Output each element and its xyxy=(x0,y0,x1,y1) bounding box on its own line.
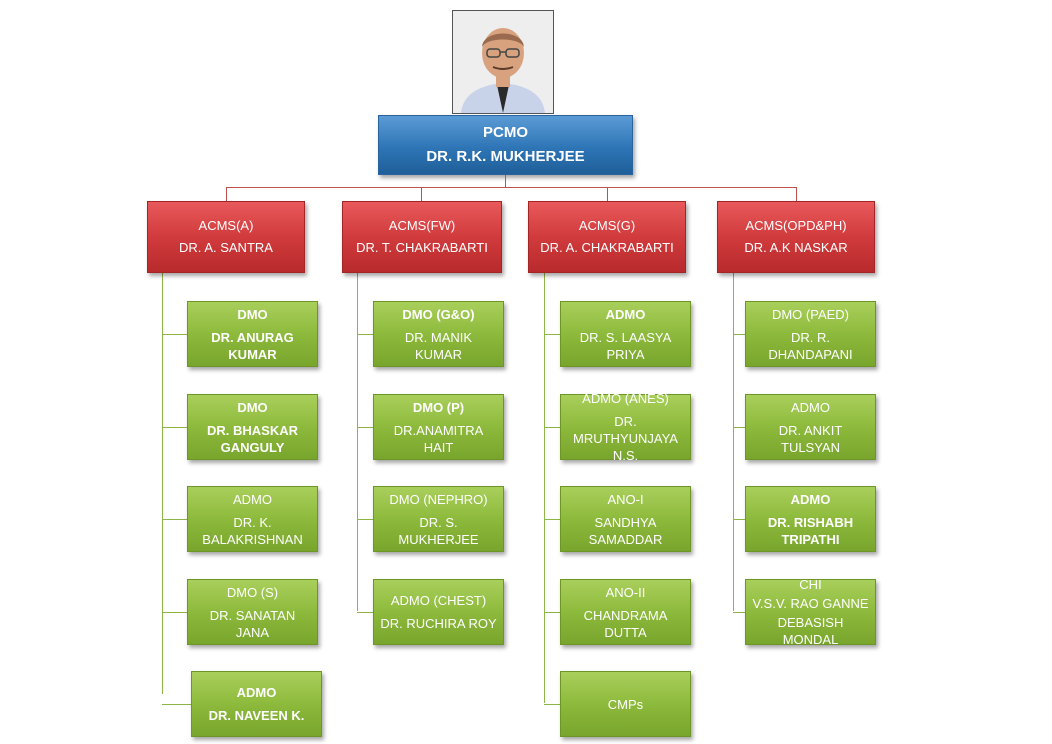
staff-role: ADMO (ANES) xyxy=(582,391,669,406)
item-connector-line xyxy=(357,612,373,613)
staff-role: ADMO xyxy=(236,685,277,700)
staff-box: DMO (G&O) DR. MANIK KUMAR xyxy=(373,301,504,367)
item-connector-line xyxy=(544,334,560,335)
staff-role: ADMO xyxy=(233,491,272,507)
staff-box: DMO DR. BHASKAR GANGULY xyxy=(187,394,318,460)
item-connector-line xyxy=(733,612,745,613)
staff-role: ADMO xyxy=(790,491,831,507)
branch-title: ACMS(FW) xyxy=(388,218,456,233)
staff-box: DMO DR. ANURAG KUMAR xyxy=(187,301,318,367)
staff-role: CMPs xyxy=(607,696,644,712)
staff-box: CMPs xyxy=(560,671,691,737)
staff-box: ADMO DR. S. LAASYA PRIYA xyxy=(560,301,691,367)
staff-box: DMO (PAED) DR. R. DHANDAPANI xyxy=(745,301,876,367)
staff-box: CHI V.S.V. RAO GANNE DEBASISH MONDAL xyxy=(745,577,876,647)
staff-name: DR. ANKIT TULSYAN xyxy=(778,422,843,455)
staff-name: DR. ANURAG KUMAR xyxy=(211,329,294,362)
item-connector-line xyxy=(162,334,187,335)
item-connector-line xyxy=(357,427,373,428)
item-connector-line xyxy=(544,612,560,613)
staff-box: DMO (P) DR.ANAMITRA HAIT xyxy=(373,394,504,460)
item-connector-line xyxy=(357,334,373,335)
staff-role: ANO-II xyxy=(605,584,646,600)
staff-box: DMO (S) DR. SANATAN JANA xyxy=(187,579,318,645)
connector-line xyxy=(607,187,608,201)
staff-box: ANO-I SANDHYA SAMADDAR xyxy=(560,486,691,552)
staff-role: ADMO xyxy=(791,399,830,415)
staff-name: SANDHYA SAMADDAR xyxy=(588,514,663,547)
staff-role: DMO (PAED) xyxy=(771,306,850,322)
branch-name: DR. A.K NASKAR xyxy=(744,240,848,255)
item-connector-line xyxy=(733,519,745,520)
staff-name: DR. S. LAASYA PRIYA xyxy=(579,329,672,362)
pcmo-photo xyxy=(452,10,554,114)
branch-title: ACMS(G) xyxy=(578,218,636,233)
staff-role: DMO (G&O) xyxy=(402,306,475,322)
staff-role: DMO (S) xyxy=(226,584,279,600)
pcmo-box: PCMO DR. R.K. MUKHERJEE xyxy=(378,115,633,175)
branch-box-1: ACMS(A) DR. A. SANTRA xyxy=(147,201,305,273)
item-connector-line xyxy=(733,427,745,428)
connector-line xyxy=(796,187,797,201)
branch-name: DR. T. CHAKRABARTI xyxy=(356,240,488,255)
staff-name: DR. SANATAN JANA xyxy=(209,607,296,640)
branch-title: ACMS(OPD&PH) xyxy=(745,218,847,233)
pcmo-name: DR. R.K. MUKHERJEE xyxy=(426,148,585,165)
branch-box-4: ACMS(OPD&PH) DR. A.K NASKAR xyxy=(717,201,875,273)
staff-box: ADMO DR. NAVEEN K. xyxy=(191,671,322,737)
staff-box: ADMO (CHEST) DR. RUCHIRA ROY xyxy=(373,579,504,645)
branch-box-2: ACMS(FW) DR. T. CHAKRABARTI xyxy=(342,201,502,273)
staff-role: ANO-I xyxy=(607,491,644,507)
item-connector-line xyxy=(162,612,187,613)
staff-role: CHI xyxy=(799,577,822,592)
branch-spine-line xyxy=(733,273,734,611)
item-connector-line xyxy=(544,704,560,705)
staff-box: ADMO (ANES) DR. MRUTHYUNJAYA N.S. xyxy=(560,391,691,463)
staff-name: DR. BHASKAR GANGULY xyxy=(207,422,298,455)
staff-role: ADMO xyxy=(605,306,646,322)
branch-title: ACMS(A) xyxy=(198,218,254,233)
staff-name: V.S.V. RAO GANNE xyxy=(752,596,869,611)
staff-box: ADMO DR. K. BALAKRISHNAN xyxy=(187,486,318,552)
item-connector-line xyxy=(357,519,373,520)
staff-name: DR.ANAMITRA HAIT xyxy=(393,422,484,455)
staff-name: DR. NAVEEN K. xyxy=(208,708,305,723)
item-connector-line xyxy=(162,427,187,428)
item-connector-line xyxy=(544,519,560,520)
branch-spine-line xyxy=(544,273,545,703)
staff-box: ADMO DR. ANKIT TULSYAN xyxy=(745,394,876,460)
item-connector-line xyxy=(162,519,187,520)
staff-role: DMO (NEPHRO) xyxy=(389,491,488,507)
staff-box: DMO (NEPHRO) DR. S. MUKHERJEE xyxy=(373,486,504,552)
branch-spine-line xyxy=(357,273,358,611)
item-connector-line xyxy=(733,334,745,335)
staff-name: DEBASISH MONDAL xyxy=(777,615,844,647)
connector-line xyxy=(421,187,422,201)
staff-role: DMO (P) xyxy=(412,399,465,415)
staff-role: ADMO (CHEST) xyxy=(390,593,487,608)
connector-line xyxy=(226,187,797,188)
staff-name: DR. RISHABH TRIPATHI xyxy=(767,514,854,547)
staff-name: DR. MANIK KUMAR xyxy=(404,329,473,362)
branch-spine-line xyxy=(162,273,163,694)
staff-name: DR. K. BALAKRISHNAN xyxy=(202,514,303,547)
person-portrait-icon xyxy=(453,11,553,113)
staff-name: DR. MRUTHYUNJAYA N.S. xyxy=(573,414,678,463)
staff-role: DMO xyxy=(237,399,268,415)
staff-role: DMO xyxy=(237,306,268,322)
pcmo-title: PCMO xyxy=(483,124,528,141)
staff-box: ANO-II CHANDRAMA DUTTA xyxy=(560,579,691,645)
staff-name: DR. RUCHIRA ROY xyxy=(380,616,497,631)
connector-line xyxy=(226,187,227,201)
connector-line xyxy=(505,175,506,187)
staff-box: ADMO DR. RISHABH TRIPATHI xyxy=(745,486,876,552)
branch-name: DR. A. CHAKRABARTI xyxy=(540,240,674,255)
staff-name: DR. S. MUKHERJEE xyxy=(398,514,479,547)
item-connector-line xyxy=(544,427,560,428)
item-connector-line xyxy=(162,704,191,705)
staff-name: CHANDRAMA DUTTA xyxy=(583,607,668,640)
branch-name: DR. A. SANTRA xyxy=(179,240,273,255)
staff-name: DR. R. DHANDAPANI xyxy=(768,329,853,362)
branch-box-3: ACMS(G) DR. A. CHAKRABARTI xyxy=(528,201,686,273)
